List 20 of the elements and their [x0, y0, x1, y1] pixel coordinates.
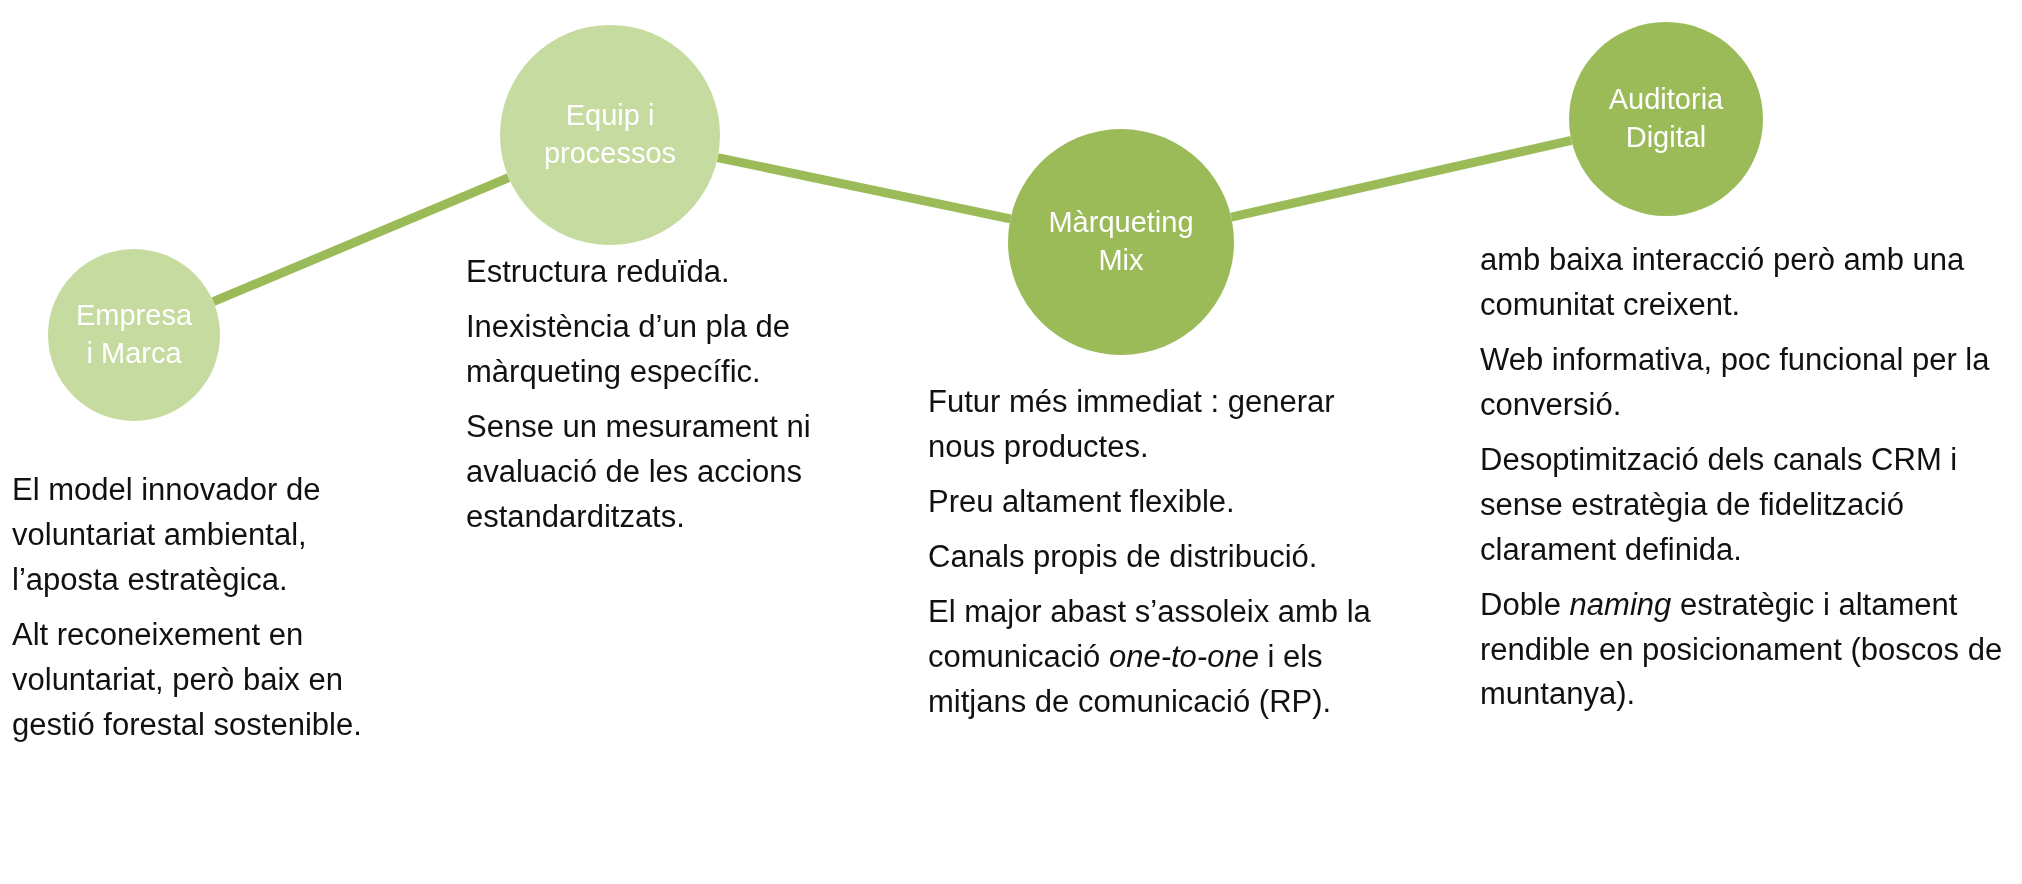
- finding-text: Preu altament flexible.: [928, 482, 1236, 521]
- finding-text: Desoptimització dels canals CRM i sense estratègia de fidelització clarament definida.: [1480, 440, 1959, 569]
- topic-title: Màrqueting Mix: [1047, 205, 1195, 278]
- finding-text: El model innovador de voluntariat ambiental, l’aposta estratègica.: [12, 471, 322, 599]
- finding-text: amb baixa interacció però amb una comunitat creixent.: [1480, 241, 1966, 324]
- finding-text: Canals propis de distribució.: [928, 537, 1319, 576]
- finding-text: Doble naming estratègic i altament rendible en posicionament (boscos de muntanya).: [1480, 585, 2004, 714]
- connector-line: [1230, 135, 1573, 222]
- finding-text: El major abast s’assoleix amb la comunicació one-to-one i els mitjans de comunicació (RP).: [928, 592, 1372, 721]
- topic-title: Empresa i Marca: [75, 298, 194, 371]
- finding-text: Estructura reduïda.: [466, 253, 731, 291]
- finding-text: Sense un mesurament ni avaluació de les accions estandarditzats.: [466, 407, 812, 536]
- finding-text: Inexistència d’un pla de màrqueting específic.: [466, 307, 791, 391]
- finding-text: Web informativa, poc funcional per la conversió.: [1480, 340, 1991, 424]
- finding-text: Alt reconeixement en voluntariat, però baix en gestió forestal sostenible.: [12, 615, 363, 744]
- connector-line: [211, 173, 511, 306]
- topic-title: Auditoria Digital: [1607, 82, 1725, 155]
- connector-line: [716, 153, 1012, 224]
- finding-text: Futur més immediat : generar nous productes.: [928, 383, 1336, 466]
- topic-title: Equip i processos: [542, 98, 678, 171]
